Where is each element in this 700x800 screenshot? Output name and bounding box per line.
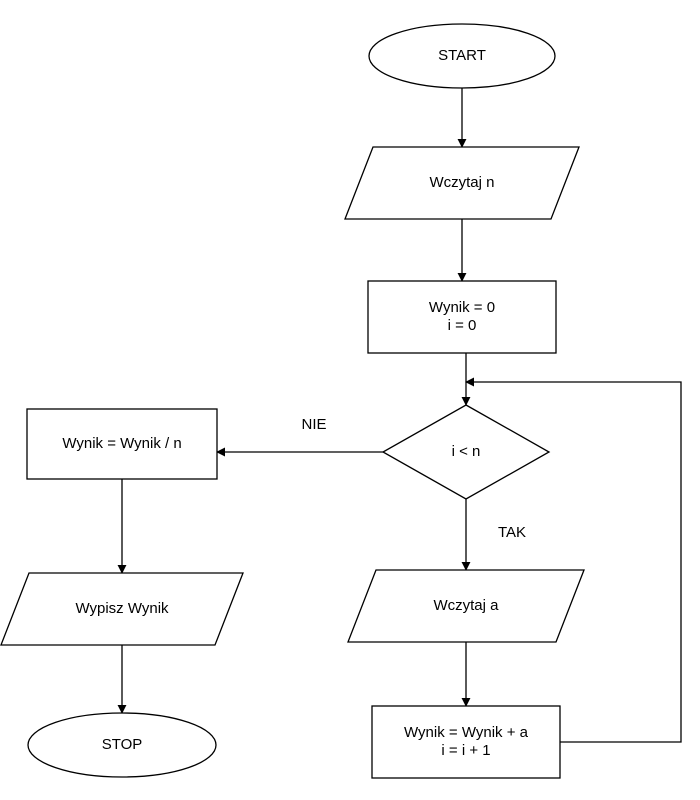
- node-label: Wypisz Wynik: [75, 600, 169, 617]
- node-shape: [27, 712, 217, 778]
- node-shape: [367, 280, 557, 354]
- node-accumulate: Wynik = Wynik + ai = i + 1: [371, 705, 561, 779]
- node-label: STOP: [102, 736, 143, 753]
- node-shape: [368, 23, 556, 89]
- node-cond: i < n: [381, 404, 551, 500]
- node-print: Wypisz Wynik: [0, 572, 244, 646]
- node-label: Wynik = Wynik + a: [404, 724, 529, 741]
- edge-label-tak: TAK: [498, 524, 526, 541]
- node-shape: [371, 705, 561, 779]
- node-start: START: [368, 23, 556, 89]
- node-read-a: Wczytaj a: [347, 569, 585, 643]
- node-shape: [0, 572, 244, 646]
- node-shape: [347, 569, 585, 643]
- node-read-n: Wczytaj n: [344, 146, 580, 220]
- node-divide: Wynik = Wynik / n: [26, 408, 218, 480]
- node-label: i = 0: [448, 317, 477, 334]
- node-stop: STOP: [27, 712, 217, 778]
- node-label: i < n: [452, 443, 481, 460]
- node-init: Wynik = 0i = 0: [367, 280, 557, 354]
- node-shape: [26, 408, 218, 480]
- node-label: i = i + 1: [441, 742, 490, 759]
- node-shape: [344, 146, 580, 220]
- edge-accumulate-to-cond: [465, 377, 682, 743]
- node-label: Wynik = 0: [429, 299, 495, 316]
- node-label: START: [438, 47, 486, 64]
- node-label: Wynik = Wynik / n: [62, 435, 181, 452]
- edge-label-nie: NIE: [301, 416, 326, 433]
- node-label: Wczytaj n: [429, 174, 494, 191]
- node-label: Wczytaj a: [433, 597, 499, 614]
- node-shape: [381, 404, 551, 500]
